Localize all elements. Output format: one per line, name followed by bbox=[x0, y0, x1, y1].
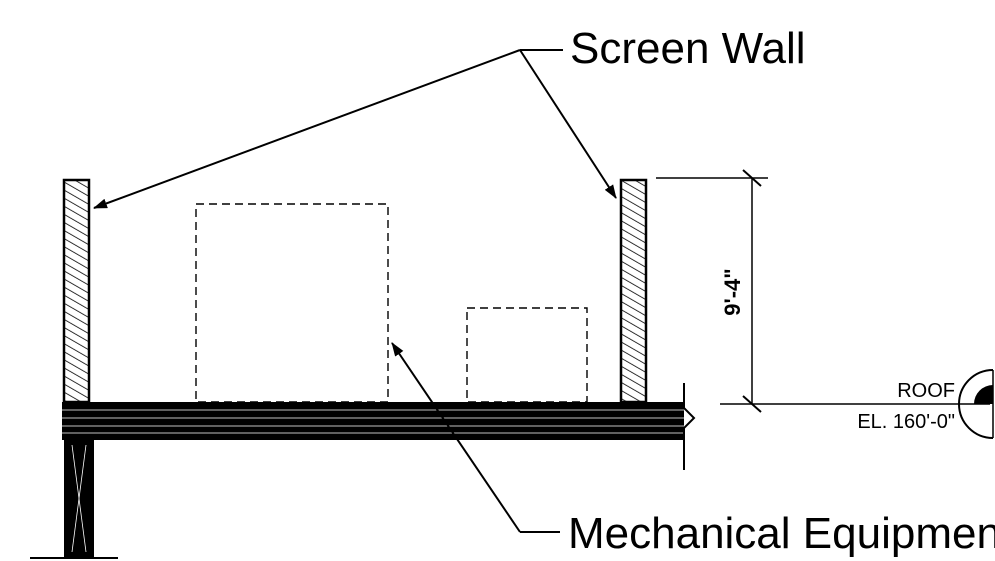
mechanical-unit-small bbox=[466, 307, 588, 403]
roof-slab bbox=[62, 383, 696, 470]
roof-label: ROOF bbox=[897, 380, 955, 402]
screen-wall-right bbox=[619, 178, 648, 404]
screen-wall-label: Screen Wall bbox=[570, 24, 806, 73]
mechanical-unit-large bbox=[195, 203, 389, 403]
support-column bbox=[30, 440, 118, 559]
screen-wall-left bbox=[62, 178, 91, 404]
roof-elevation-marker bbox=[720, 369, 994, 439]
height-dimension bbox=[656, 169, 768, 413]
height-dimension-label: 9'-4" bbox=[720, 268, 745, 315]
elevation-label: EL. 160'-0" bbox=[857, 411, 955, 433]
mechanical-equipment-label: Mechanical Equipment bbox=[568, 509, 995, 558]
screen-wall-leader bbox=[93, 49, 617, 209]
mechanical-equipment-leader bbox=[391, 342, 560, 533]
